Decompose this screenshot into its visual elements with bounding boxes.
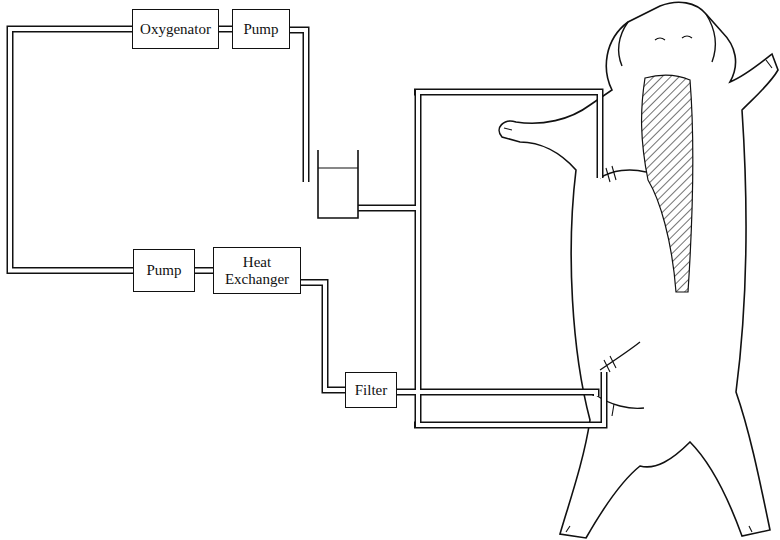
tube-connector	[10, 29, 133, 271]
process-box: Oxygenator	[132, 9, 219, 49]
tube-connector	[301, 283, 345, 391]
eye	[655, 36, 692, 40]
reservoir-beaker	[318, 150, 358, 218]
hatched-incision	[642, 75, 693, 292]
tube	[290, 30, 306, 182]
box-label: Pump	[146, 262, 181, 279]
tube-connector	[10, 29, 133, 271]
ear	[619, 22, 628, 66]
liquid-level	[318, 167, 358, 168]
tube-connector	[219, 26, 232, 33]
process-box: Filter	[345, 372, 397, 408]
process-box: Heat Exchanger	[213, 247, 301, 294]
paw	[504, 60, 772, 532]
box-label: Heat Exchanger	[220, 254, 294, 288]
box-label: Pump	[243, 21, 278, 38]
tube	[290, 30, 306, 182]
tube-connector	[219, 27, 232, 31]
ear	[706, 14, 715, 62]
tube-connector	[195, 267, 213, 274]
tube-connector	[195, 269, 213, 273]
process-box: Pump	[232, 9, 290, 49]
animal-outline	[499, 2, 778, 538]
box-label: Oxygenator	[140, 21, 211, 38]
tube-connector	[301, 283, 345, 391]
box-label: Filter	[355, 382, 388, 399]
process-box: Pump	[133, 249, 195, 292]
